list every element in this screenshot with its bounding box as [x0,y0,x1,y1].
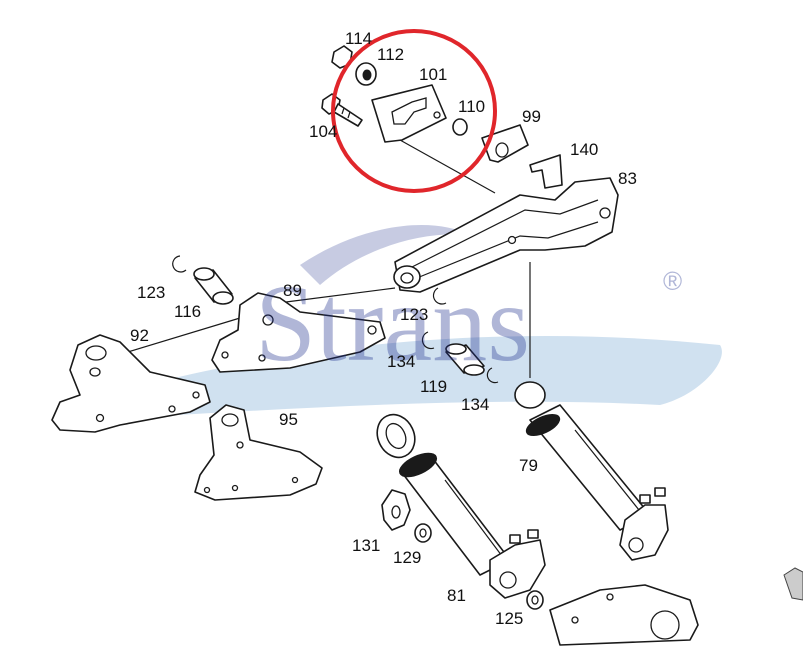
callout-83: 83 [618,169,637,188]
callout-79: 79 [519,456,538,475]
callout-92: 92 [130,326,149,345]
strut-81 [376,413,546,599]
callout-125: 125 [495,609,523,628]
callout-81: 81 [447,586,466,605]
watermark-registered: ® [663,266,682,296]
callout-89: 89 [283,281,302,300]
bracket-140 [529,154,563,189]
bracket-92 [51,334,211,433]
plate-101 [371,84,447,143]
clip-123-mid [432,287,447,305]
callout-134-left: 134 [387,352,415,371]
clip-134-right [486,367,499,384]
pin-116 [193,267,234,305]
clip-131 [381,489,411,531]
washer-125 [526,590,544,610]
callout-116: 116 [174,302,201,321]
callout-labels: 114 112 101 110 104 99 140 83 123 116 89… [130,29,637,628]
callout-114: 114 [345,29,372,48]
callout-140: 140 [570,140,598,159]
link-arm-83 [393,177,619,293]
bracket-bottom-right [549,584,699,646]
edge-fragment [783,567,803,601]
callout-119: 119 [420,377,447,396]
callout-110: 110 [458,97,485,116]
plate-89 [211,292,386,373]
callout-123-left: 123 [137,283,165,302]
bracket-95 [194,404,323,501]
clip-123-left [172,255,187,273]
callout-112: 112 [377,45,404,64]
highlight-circle [331,29,497,193]
callout-131: 131 [352,536,380,555]
callout-99: 99 [522,107,541,126]
clip-134-left [421,331,435,350]
pin-119 [445,343,485,376]
washer-112 [355,62,377,86]
watermark-text: Strans [255,262,530,384]
callout-129: 129 [393,548,421,567]
washer-129 [414,523,432,543]
callout-134-right: 134 [461,395,489,414]
leader-lines [117,139,531,378]
strut-79 [514,381,669,561]
callout-104: 104 [309,122,337,141]
callout-101: 101 [419,65,447,84]
callout-123-mid: 123 [400,305,428,324]
washer-110 [452,118,468,136]
callout-95: 95 [279,410,298,429]
